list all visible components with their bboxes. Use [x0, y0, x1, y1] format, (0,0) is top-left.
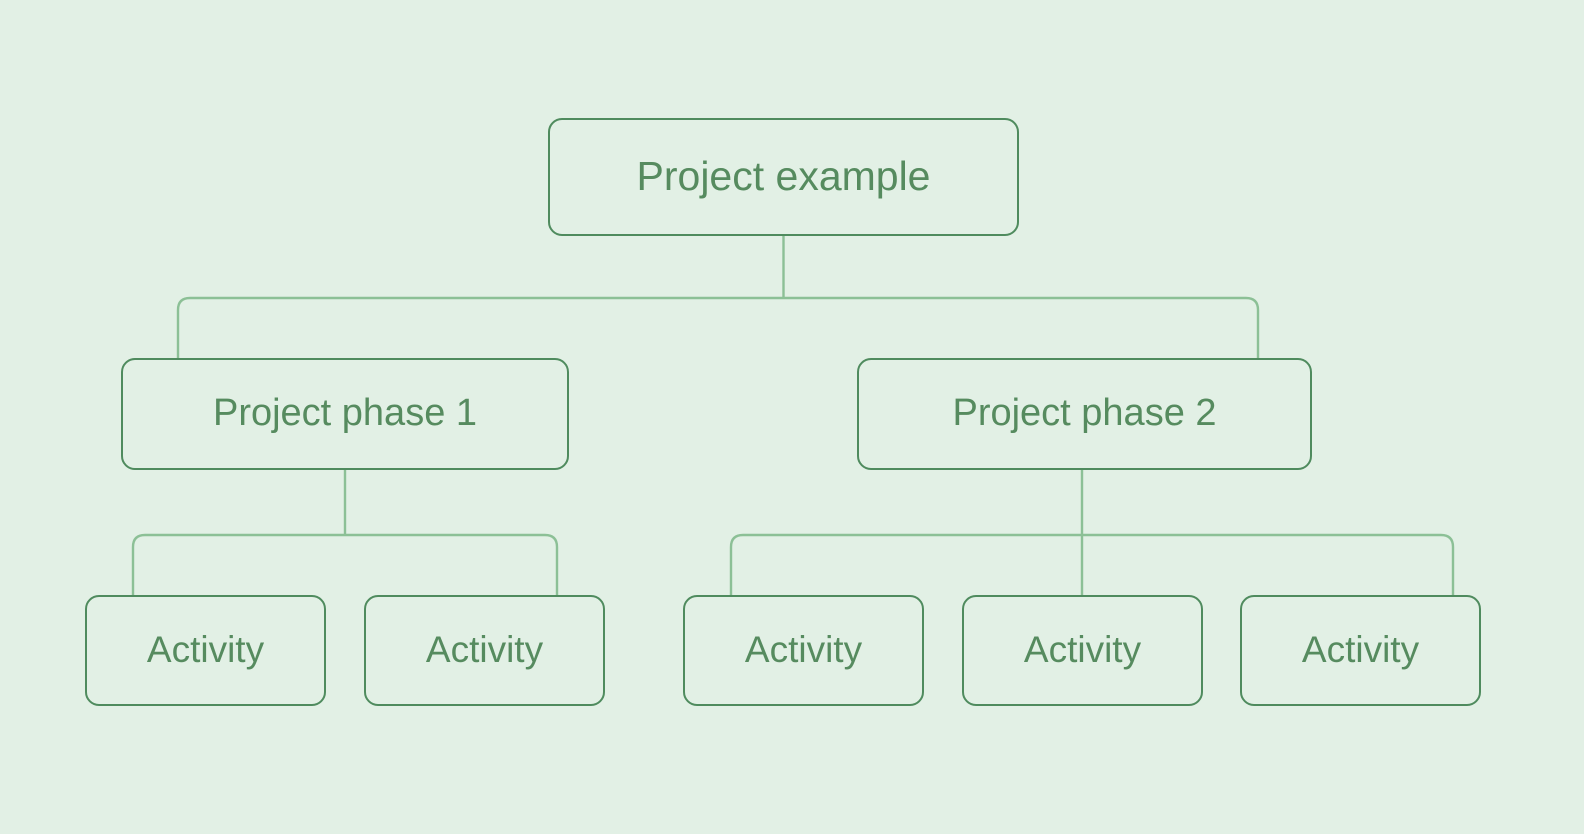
node-activity-5[interactable]: Activity	[1240, 595, 1481, 706]
node-activity-3[interactable]: Activity	[683, 595, 924, 706]
connector-phase-1-to-activity-2	[345, 533, 559, 595]
node-activity-2[interactable]: Activity	[364, 595, 605, 706]
node-activity-1[interactable]: Activity	[85, 595, 326, 706]
node-label: Activity	[1301, 629, 1420, 671]
node-label: Activity	[1023, 629, 1142, 671]
node-project-phase-1[interactable]: Project phase 1	[121, 358, 569, 470]
node-label: Project phase 2	[952, 392, 1217, 435]
node-label: Activity	[425, 629, 544, 671]
connector-root-to-phase-1	[176, 296, 784, 358]
connector-phase-1-to-activity-1	[131, 533, 345, 595]
node-label: Activity	[146, 629, 265, 671]
node-label: Project example	[636, 153, 931, 200]
node-label: Project phase 1	[212, 392, 478, 435]
connector-root-to-phase-2	[783, 296, 1260, 358]
connector-phase-2-to-activity-5	[1082, 533, 1455, 595]
node-project-phase-2[interactable]: Project phase 2	[857, 358, 1312, 470]
node-project-example[interactable]: Project example	[548, 118, 1019, 236]
node-label: Activity	[744, 629, 863, 671]
node-activity-4[interactable]: Activity	[962, 595, 1203, 706]
connector-phase-2-to-activity-3	[729, 533, 1082, 595]
